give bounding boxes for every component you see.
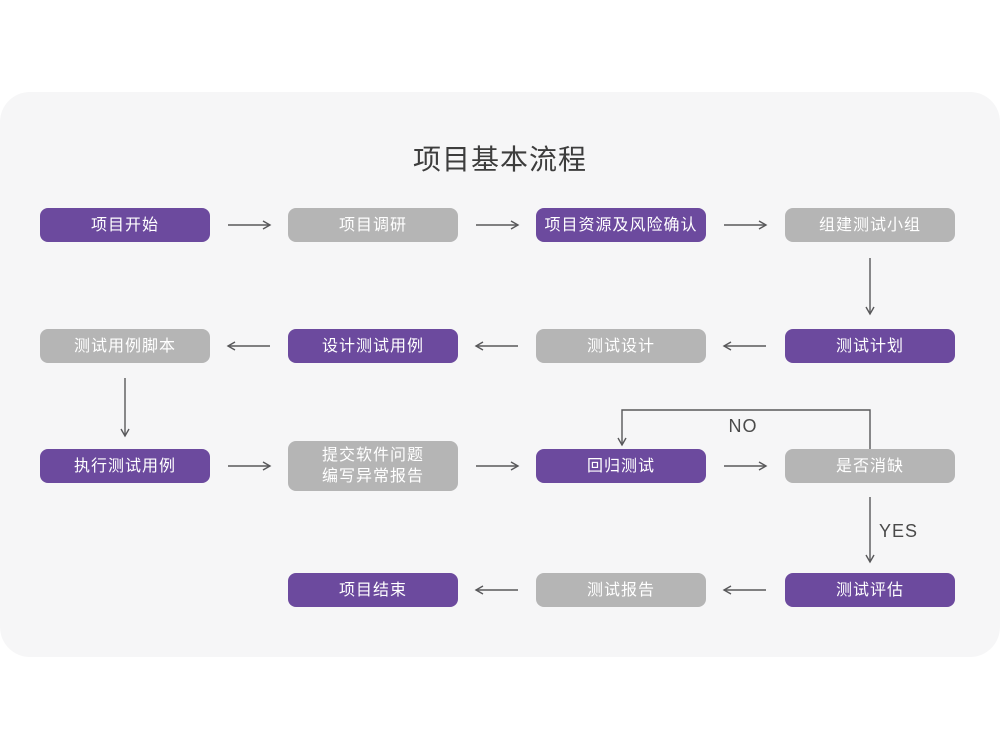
- node-test-design: 测试设计: [536, 329, 706, 363]
- node-defect-resolved: 是否消缺: [785, 449, 955, 483]
- node-execute-test-cases: 执行测试用例: [40, 449, 210, 483]
- node-project-research: 项目调研: [288, 208, 458, 242]
- flowchart-card: [0, 92, 1000, 657]
- node-test-report: 测试报告: [536, 573, 706, 607]
- node-test-plan: 测试计划: [785, 329, 955, 363]
- node-test-evaluation: 测试评估: [785, 573, 955, 607]
- node-submit-issue-report: 提交软件问题 编写异常报告: [288, 441, 458, 491]
- node-design-test-cases: 设计测试用例: [288, 329, 458, 363]
- node-test-case-script: 测试用例脚本: [40, 329, 210, 363]
- node-project-end: 项目结束: [288, 573, 458, 607]
- node-regression-test: 回归测试: [536, 449, 706, 483]
- node-build-test-team: 组建测试小组: [785, 208, 955, 242]
- diagram-title: 项目基本流程: [412, 144, 587, 175]
- node-project-start: 项目开始: [40, 208, 210, 242]
- edge-label-no: NO: [728, 416, 758, 436]
- node-resource-risk: 项目资源及风险确认: [536, 208, 706, 242]
- edge-label-yes: YES: [879, 521, 919, 541]
